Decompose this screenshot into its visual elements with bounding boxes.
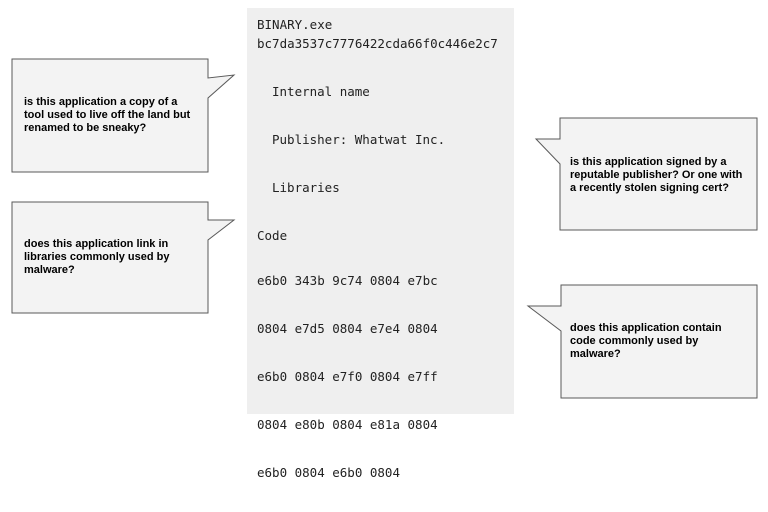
code-line: 0804 e80b 0804 e81a 0804 <box>257 417 438 432</box>
code-line: e6b0 0804 e7f0 0804 e7ff <box>257 369 438 384</box>
callout-bubble-code <box>526 284 758 399</box>
code-hex-block: e6b0 343b 9c74 0804 e7bc 0804 e7d5 0804 … <box>257 242 438 512</box>
callout-bubble-renamed-tool <box>11 58 236 173</box>
binary-filename: BINARY.exe <box>257 17 333 32</box>
callout-shapes <box>11 58 758 399</box>
callout-text-libraries: does this application link in libraries … <box>24 238 170 276</box>
code-line: e6b0 0804 e6b0 0804 <box>257 465 400 480</box>
callout-bubble-libraries <box>11 201 236 314</box>
code-line: 0804 e7d5 0804 e7e4 0804 <box>257 321 438 336</box>
callout-text-code: does this application contain code commo… <box>570 322 722 360</box>
binary-hash: bc7da3537c7776422cda66f0c446e2c7 <box>257 36 498 51</box>
code-line: e6b0 343b 9c74 0804 e7bc <box>257 273 438 288</box>
callout-text-signed: is this application signed by a reputabl… <box>570 156 743 194</box>
libraries-field: Libraries <box>272 180 340 195</box>
callout-bubble-signed <box>534 117 758 231</box>
internal-name-field: Internal name <box>272 84 370 99</box>
callout-text-renamed-tool: is this application a copy of a tool use… <box>24 96 191 134</box>
publisher-field: Publisher: Whatwat Inc. <box>272 132 446 147</box>
code-label: Code <box>257 228 288 243</box>
binary-info-panel: BINARY.exe bc7da3537c7776422cda66f0c446e… <box>247 8 514 480</box>
